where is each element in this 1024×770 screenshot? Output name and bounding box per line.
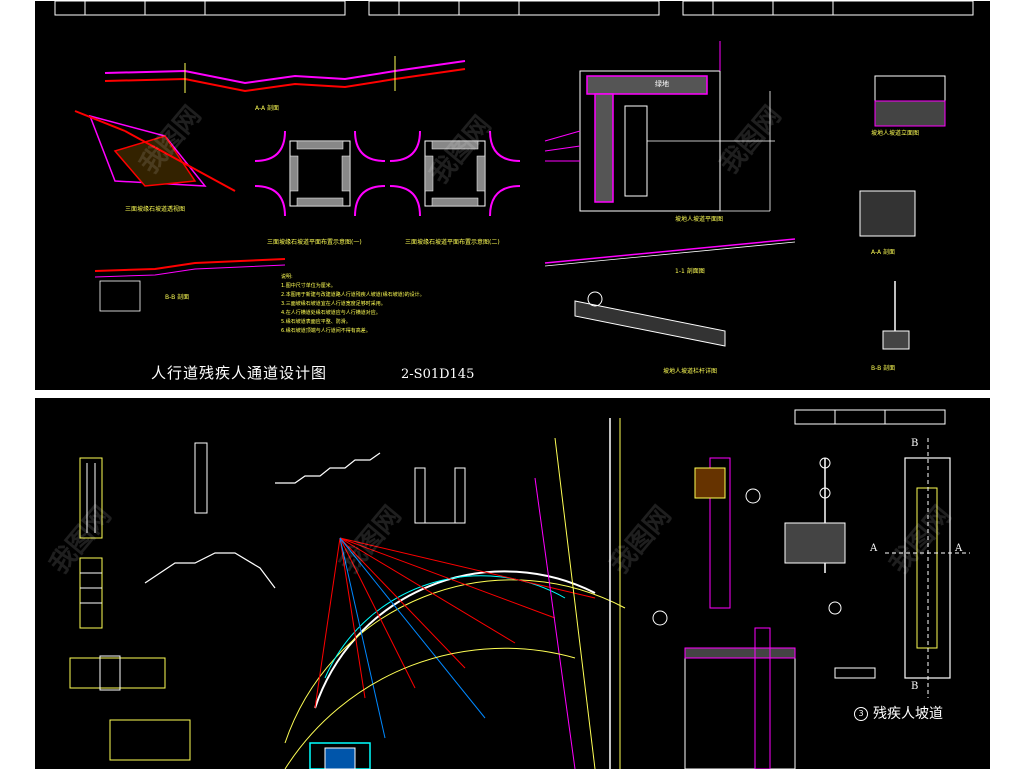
note-1: 1.图中尺寸单位为厘米。 bbox=[281, 283, 336, 289]
slope-line bbox=[544, 238, 796, 264]
bottom-title-strip bbox=[794, 409, 946, 425]
label-section-bb2: B-B 剖面 bbox=[871, 365, 896, 372]
label-three-types: 三面坡缘石坡道透视图 bbox=[125, 206, 186, 213]
label-detail: 坡地人坡道栏杆详图 bbox=[663, 368, 718, 375]
stair-profile-2 bbox=[275, 452, 381, 484]
note-4: 4.在人行横道处缘石坡道应与人行横道对应。 bbox=[281, 310, 381, 316]
perspective-ramp bbox=[88, 114, 207, 187]
label-bb-section: B-B 剖面 bbox=[165, 294, 190, 301]
plan-diagram-2 bbox=[389, 130, 521, 217]
drawing-title: 人行道残疾人通道设计图 bbox=[151, 364, 328, 382]
bottom-drawing-canvas bbox=[69, 409, 970, 769]
stair-detail-1 bbox=[79, 457, 103, 539]
footing-detail bbox=[859, 190, 916, 237]
label-aa-section: A-A 剖面 bbox=[255, 105, 280, 112]
section-letter-a-right: A bbox=[955, 543, 963, 554]
ramp-plan bbox=[544, 41, 775, 212]
drawing-sheet-top: A-A 剖面 三面坡缘石坡道透视图 三面坡缘石坡道平面布置示意图(一) 三面坡缘… bbox=[34, 0, 991, 391]
section-letter-a-left: A bbox=[870, 543, 878, 554]
drawing-sheet-bottom: B B A A 3 残疾人坡道 bbox=[34, 397, 991, 770]
label-plan2: 三面坡缘石坡道平面布置示意图(二) bbox=[405, 239, 500, 246]
label-plan1: 三面坡缘石坡道平面布置示意图(一) bbox=[267, 239, 362, 246]
plan-diagram-1 bbox=[254, 130, 386, 217]
notes-title: 说明: bbox=[281, 274, 293, 280]
note-2: 2.本图用于新建与改建道路人行道残疾人坡道(缘石坡道)的设计。 bbox=[281, 292, 425, 298]
section-letter-b-top: B bbox=[911, 438, 919, 449]
drawing-code: 2-S01D145 bbox=[401, 367, 475, 382]
fan-plan bbox=[284, 437, 626, 769]
wall-section bbox=[709, 457, 731, 609]
notes-block: 说明: 1.图中尺寸单位为厘米。 2.本图用于新建与改建道路人行道残疾人坡道(缘… bbox=[281, 273, 571, 336]
bb-section-line bbox=[94, 258, 286, 272]
detail-circle-number: 3 bbox=[854, 707, 868, 721]
note-3: 3.三面坡缘石坡道宜在人行道宽度足够时采用。 bbox=[281, 301, 386, 307]
title-strip-1 bbox=[54, 1, 346, 16]
label-ground: 绿地 bbox=[655, 80, 669, 88]
label-ramp-elev: 坡地人坡道立面图 bbox=[871, 130, 920, 137]
slab-detail bbox=[574, 300, 726, 347]
bottom-drawing-title: 残疾人坡道 bbox=[873, 706, 943, 722]
label-section-aa2: A-A 剖面 bbox=[871, 249, 896, 256]
top-drawing-canvas bbox=[54, 1, 974, 350]
note-6: 6.缘石坡道顶端与人行道间不得有高差。 bbox=[281, 328, 371, 334]
title-strip-2 bbox=[368, 1, 660, 16]
stair-detail-2 bbox=[79, 557, 103, 629]
section-letter-b-bottom: B bbox=[911, 681, 919, 692]
stair-profile-1 bbox=[144, 552, 276, 589]
title-strip-3 bbox=[682, 1, 974, 16]
note-5: 5.缘石坡道表面应平整、防滑。 bbox=[281, 319, 351, 325]
label-section11: 1-1 剖面图 bbox=[675, 268, 705, 275]
label-ramp-plan: 坡地人坡道平面图 bbox=[675, 216, 724, 223]
